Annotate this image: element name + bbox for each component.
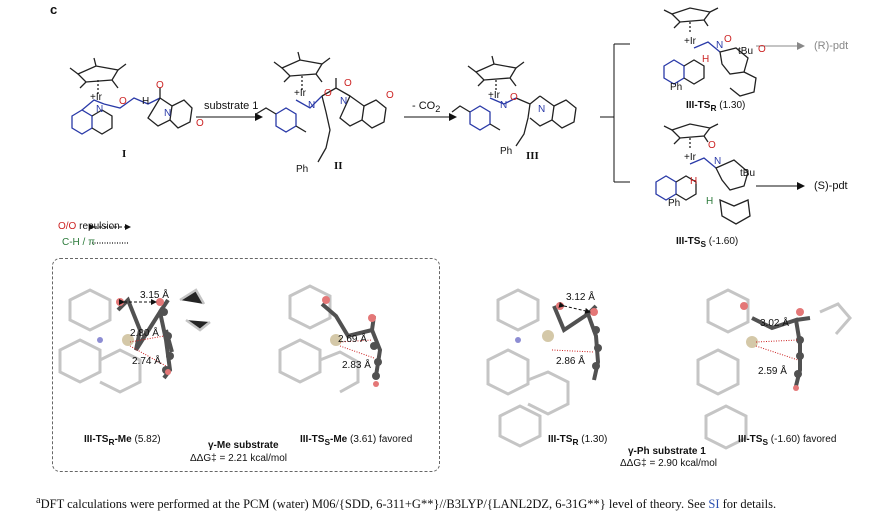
- label-i: I: [122, 148, 127, 160]
- atom-o-i: O: [119, 96, 127, 107]
- dist-ph-s-1: 3.02 Å: [760, 318, 789, 329]
- atom-n-imide-i: N: [164, 108, 172, 119]
- atom-ir-tss: +Ir: [684, 152, 696, 163]
- atom-o-imide2-i: O: [196, 118, 204, 129]
- model-me-s: [278, 284, 383, 394]
- atom-n-i: N: [96, 104, 104, 115]
- atom-h-i: H: [142, 96, 150, 107]
- atom-ph-tsr: Ph: [670, 82, 683, 93]
- structure-iii: [451, 55, 577, 147]
- model-me-r: [58, 288, 211, 394]
- caption-ph-ddg: ΔΔG‡ = 2.90 kcal/mol: [620, 458, 718, 469]
- gamma-me-box: [52, 258, 440, 472]
- atom-ir-ii: +Ir: [294, 88, 306, 99]
- arrow-label-substrate: substrate 1: [204, 100, 259, 112]
- label-ts-r: III-TSR (1.30): [686, 100, 746, 113]
- caption-me-substrate: γ-Me substrate: [208, 440, 279, 451]
- atom-n-iii: N: [500, 100, 508, 111]
- label-s-pdt: (S)-pdt: [814, 180, 848, 192]
- label-iii: III: [526, 150, 539, 162]
- caption-ph-substrate: γ-Ph substrate 1: [628, 446, 706, 457]
- dist-ph-s-2: 2.59 Å: [758, 366, 787, 377]
- atom-n-ii: N: [308, 100, 316, 111]
- atom-ph-ii: Ph: [296, 164, 309, 175]
- branch-bracket: [600, 43, 630, 183]
- atom-o-tsr: O: [724, 34, 732, 45]
- legend-oo: O/O repulsion: [58, 221, 120, 232]
- atom-h-tss: H: [690, 176, 698, 187]
- atom-h2-tss: H: [706, 196, 714, 207]
- dist-ph-r-2: 2.86 Å: [556, 356, 585, 367]
- atom-ir-i: +Ir: [90, 92, 102, 103]
- atom-o-tss: O: [708, 140, 716, 151]
- atom-o-imide-i: O: [156, 80, 164, 91]
- legend-ch: C-H / π: [62, 237, 96, 248]
- dist-me-s-2: 2.83 Å: [342, 360, 371, 371]
- arrow-label-co2: - CO2: [412, 100, 441, 115]
- atom-tbu-tsr: tBu: [738, 46, 754, 57]
- label-ts-s: III-TSS (-1.60): [676, 236, 739, 249]
- caption-me-ddg: ΔΔG‡ = 2.21 kcal/mol: [190, 453, 288, 464]
- caption-ph-r: III-TSR (1.30): [548, 434, 608, 447]
- structure-ts-s: [655, 123, 751, 225]
- structure-i: [69, 57, 193, 135]
- atom-ir-tsr: +Ir: [684, 36, 696, 47]
- atom-ph-tss: Ph: [668, 198, 681, 209]
- dist-ph-r-1: 3.12 Å: [566, 292, 595, 303]
- atom-n-imide-ii: N: [340, 96, 348, 107]
- structure-ii: [255, 51, 387, 163]
- model-ph-r: [486, 288, 602, 448]
- atom-ph-iii: Ph: [500, 146, 513, 157]
- dist-me-r-3: 2.74 Å: [132, 356, 161, 367]
- caption-me-s: III-TSS-Me (3.61) favored: [300, 434, 413, 447]
- atom-n-tsr: N: [716, 40, 724, 51]
- dist-me-r-2: 2.80 Å: [130, 328, 159, 339]
- label-ii: II: [334, 160, 343, 172]
- atom-o-imide-ii: O: [386, 90, 394, 101]
- si-link[interactable]: SI: [708, 497, 720, 512]
- atom-tbu-tss: tBu: [740, 168, 756, 179]
- atom-o2-tsr: O: [758, 44, 766, 55]
- atom-ir-iii: +Ir: [488, 90, 500, 101]
- structure-ts-r: [663, 7, 757, 97]
- distance-lines: [119, 299, 799, 367]
- caption-me-r: III-TSR-Me (5.82): [84, 434, 161, 447]
- atom-o-iii: O: [510, 92, 518, 103]
- atom-h-tsr: H: [702, 54, 710, 65]
- caption-ph-s: III-TSS (-1.60) favored: [738, 434, 837, 447]
- atom-n-tss: N: [714, 156, 722, 167]
- model-ph-s: [696, 288, 852, 450]
- panel-letter: c: [50, 2, 58, 17]
- dist-me-r-1: 3.15 Å: [140, 290, 169, 301]
- dist-me-s-1: 2.69 Å: [338, 334, 367, 345]
- atom-o-ii: O: [324, 88, 332, 99]
- label-r-pdt: (R)-pdt: [814, 40, 849, 52]
- footnote: aDFT calculations were performed at the …: [36, 495, 777, 512]
- atom-o-carbonyl-ii: O: [344, 78, 352, 89]
- atom-n-imide-iii: N: [538, 104, 546, 115]
